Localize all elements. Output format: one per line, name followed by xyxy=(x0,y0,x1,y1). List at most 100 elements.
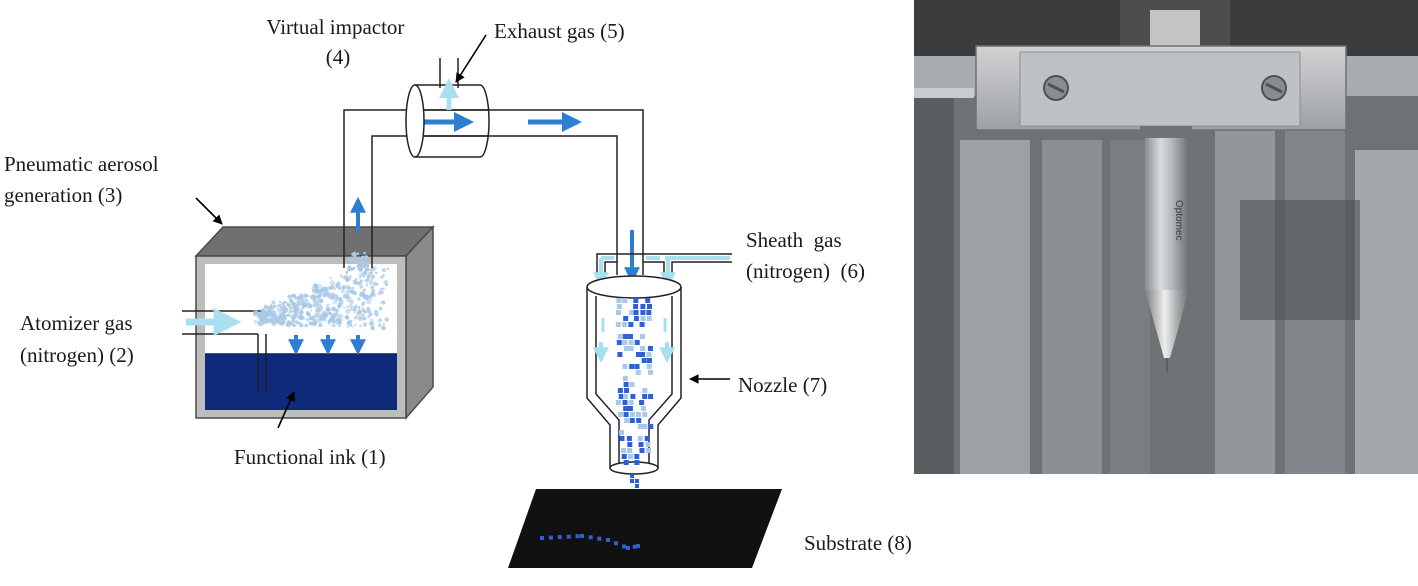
aerosol-particle xyxy=(278,309,282,314)
nozzle-photograph: Optomec xyxy=(914,0,1418,474)
aerosol-particle xyxy=(326,303,330,308)
aerosol-particle xyxy=(292,323,296,328)
aerosol-particle xyxy=(354,316,358,319)
aerosol-particle xyxy=(265,312,270,317)
droplet xyxy=(633,304,639,309)
printed-droplet xyxy=(580,534,584,538)
droplet xyxy=(640,334,645,339)
aerosol-particle xyxy=(312,318,318,324)
aerosol-particle xyxy=(323,288,326,292)
aerosol-particle xyxy=(309,322,314,326)
aerosol-particle xyxy=(378,306,383,311)
aerosol-particle xyxy=(309,295,314,299)
aerosol-particle xyxy=(294,320,298,324)
aerosol-particle xyxy=(329,296,333,300)
aerosol-particle xyxy=(312,323,316,327)
box-side-face xyxy=(405,225,434,421)
aerosol-particle xyxy=(386,267,390,270)
aerosol-particle xyxy=(347,257,351,261)
aerosol-particle xyxy=(345,270,349,274)
aerosol-particle xyxy=(289,309,293,313)
label-virtual-impactor: Virtual impactor (4) xyxy=(266,15,409,69)
aerosol-particle xyxy=(370,326,375,330)
droplet xyxy=(630,479,634,483)
printed-droplet xyxy=(557,535,562,540)
aerosol-particle xyxy=(352,279,358,285)
droplet xyxy=(642,394,648,399)
aerosol-particle xyxy=(356,312,360,317)
droplet xyxy=(647,346,653,351)
aerosol-particle xyxy=(369,321,374,327)
droplet xyxy=(648,424,654,429)
aerosol-particle xyxy=(382,268,386,272)
aerosol-particle xyxy=(356,264,360,268)
aerosol-particle xyxy=(274,310,276,313)
label-functional-ink: Functional ink (1) xyxy=(234,445,386,469)
label-pointers xyxy=(195,34,730,429)
printed-droplet xyxy=(606,538,610,542)
aerosol-particle xyxy=(374,271,378,275)
aerosol-particle xyxy=(297,296,302,300)
aerosol-particle xyxy=(346,321,350,325)
aerosol-particle xyxy=(360,255,365,260)
droplet xyxy=(637,436,643,441)
droplet xyxy=(622,334,628,339)
aerosol-particle xyxy=(321,311,326,315)
aerosol-particle xyxy=(341,318,344,321)
aerosol-particle xyxy=(382,274,385,277)
droplet xyxy=(623,460,629,465)
pointer-exhaust xyxy=(455,34,487,83)
droplet xyxy=(636,352,641,357)
aerosol-particle xyxy=(337,302,342,307)
aerosol-particle xyxy=(253,319,258,324)
aerosol-particle xyxy=(358,276,362,279)
aerosol-particle xyxy=(380,301,383,304)
photo-nozzle-collar xyxy=(1140,126,1192,140)
aerosol-particle xyxy=(308,304,313,309)
aerosol-generator-box xyxy=(194,225,435,421)
aerosol-particle xyxy=(382,322,386,326)
droplet xyxy=(648,394,654,399)
droplet xyxy=(646,364,652,369)
aerosol-particle xyxy=(349,296,352,299)
droplet xyxy=(621,454,627,459)
droplet xyxy=(644,436,650,441)
aerosol-particle xyxy=(286,303,291,307)
label-atomizer-gas: Atomizer gas (nitrogen) (2) xyxy=(20,311,138,367)
droplet xyxy=(616,304,622,309)
printed-droplet xyxy=(597,536,602,541)
pointer-ink xyxy=(277,391,295,429)
aerosol-particle xyxy=(299,310,304,315)
aerosol-particle xyxy=(323,317,325,320)
printed-droplet xyxy=(632,544,637,549)
aerosol-particle xyxy=(343,274,349,279)
substrate-plate xyxy=(508,489,782,568)
aerosol-particle xyxy=(298,315,304,321)
droplet xyxy=(628,454,633,459)
aerosol-particle xyxy=(272,321,276,326)
droplet xyxy=(622,340,628,345)
aerosol-particle xyxy=(282,314,287,319)
droplet xyxy=(635,479,639,483)
droplet xyxy=(640,406,646,411)
droplet xyxy=(642,388,648,393)
aerosol-particle xyxy=(354,323,357,326)
droplet xyxy=(623,394,628,399)
aerosol-particle xyxy=(357,268,360,270)
aerosol-particle xyxy=(304,323,309,328)
droplet xyxy=(635,370,641,375)
aerosol-particle xyxy=(291,293,296,298)
aerosol-particle xyxy=(331,306,336,312)
label-nozzle: Nozzle (7) xyxy=(738,373,827,397)
aerosol-particle xyxy=(258,315,262,319)
aerosol-particle xyxy=(381,325,386,331)
aerosol-particle xyxy=(298,302,302,306)
aerosol-particle xyxy=(346,285,351,290)
droplet xyxy=(628,322,634,327)
aerosol-particle xyxy=(334,294,339,299)
aerosol-particle xyxy=(349,259,353,262)
droplet xyxy=(647,304,652,309)
label-sheath-gas: Sheath gas (nitrogen) (6) xyxy=(746,228,865,283)
aerosol-particle xyxy=(366,306,370,310)
droplet xyxy=(641,358,647,363)
